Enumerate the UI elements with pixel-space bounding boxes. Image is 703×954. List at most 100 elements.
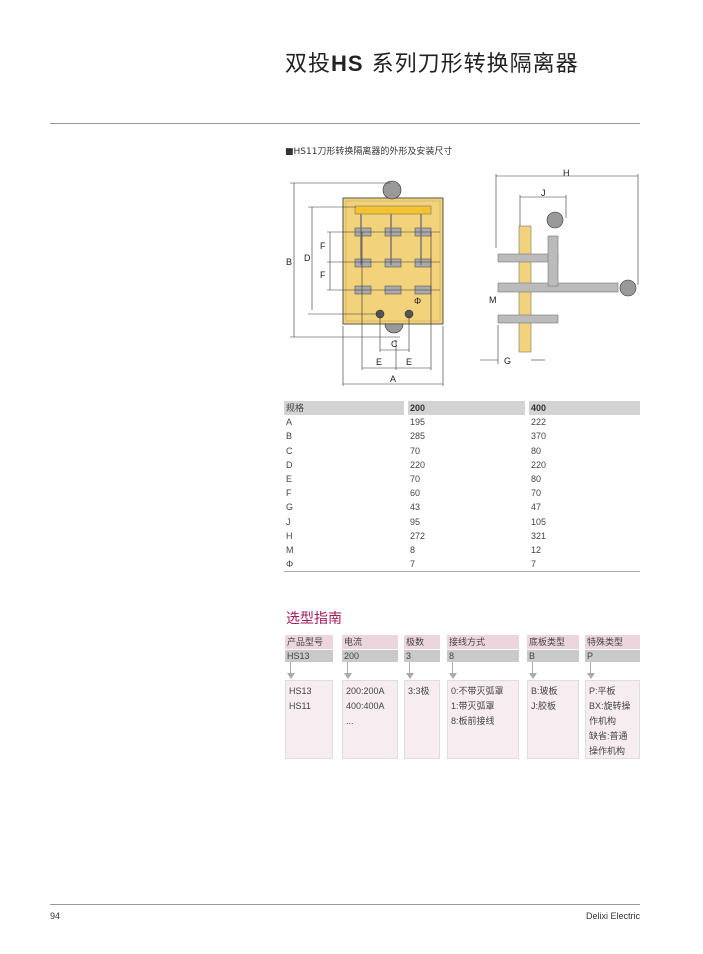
title-suffix: 系列刀形转换隔离器 <box>363 52 579 77</box>
guide-option: 8:板前接线 <box>451 716 495 726</box>
guide-option: P:平板 <box>589 686 616 696</box>
guide-header: 极数 <box>404 635 440 649</box>
table-cell: M <box>286 544 294 555</box>
table-cell: 43 <box>410 502 421 513</box>
table-cell: 222 <box>531 417 547 428</box>
table-cell: 7 <box>531 559 537 570</box>
table-cell: 272 <box>410 530 426 541</box>
guide-header: 产品型号 <box>285 635 333 649</box>
table-cell: 105 <box>531 516 547 527</box>
dim-label-F: F <box>320 241 326 251</box>
dim-label-C: C <box>391 339 398 349</box>
guide-header: 接线方式 <box>447 635 519 649</box>
guide-header: 底板类型 <box>527 635 579 649</box>
title-bold: HS <box>331 51 364 76</box>
dim-label-F: F <box>320 270 326 280</box>
guide-option: 200:200A <box>346 686 385 696</box>
guide-header: 特殊类型 <box>585 635 640 649</box>
header-cell: 规格 <box>284 401 404 416</box>
dim-label-M: M <box>489 295 497 305</box>
dim-label-D: D <box>304 253 311 263</box>
table-row: M 8 12 <box>284 542 640 558</box>
table-cell: 70 <box>531 488 542 499</box>
guide-value: P <box>585 650 640 662</box>
table-cell: 60 <box>410 488 421 499</box>
guide-header: 电流 <box>342 635 398 649</box>
dim-label-B: B <box>286 257 292 267</box>
table-cell: 47 <box>531 502 542 513</box>
divider <box>50 904 640 905</box>
table-cell: F <box>286 488 292 499</box>
table-row: F 60 70 <box>284 486 640 501</box>
page-title: 双投HS 系列刀形转换隔离器 <box>285 46 579 78</box>
table-cell: 80 <box>531 474 542 485</box>
guide-option: 1:带灭弧罩 <box>451 701 495 711</box>
divider <box>284 571 640 572</box>
guide-option: BX:旋转操 <box>589 701 631 711</box>
guide-option: 作机构 <box>589 716 617 726</box>
arrow-down-icon <box>285 662 333 680</box>
guide-option: 400:400A <box>346 701 385 711</box>
guide-option: 操作机构 <box>589 746 626 756</box>
dim-label-G: G <box>504 356 511 366</box>
table-row: E 70 80 <box>284 471 640 487</box>
footer-brand: Delixi Electric <box>585 911 640 921</box>
guide-value: 3 <box>404 650 440 662</box>
table-cell: 321 <box>531 530 547 541</box>
dim-label-H: H <box>563 168 570 178</box>
table-row: G 43 47 <box>284 500 640 515</box>
arrow-down-icon <box>404 662 440 680</box>
arrow-down-icon <box>342 662 398 680</box>
guide-option: HS11 <box>289 701 311 711</box>
table-cell: 195 <box>410 417 426 428</box>
handle-knob <box>382 180 402 200</box>
guide-value: HS13 <box>285 650 333 662</box>
guide-option: B:玻板 <box>531 686 558 696</box>
dim-label-A: A <box>390 374 396 384</box>
table-row: H 272 321 <box>284 528 640 543</box>
table-cell: J <box>286 516 291 527</box>
guide-option: 0:不带灭弧罩 <box>451 686 504 696</box>
divider <box>50 123 640 124</box>
table-cell: 8 <box>410 544 416 555</box>
front-view <box>290 180 444 386</box>
guide-options: 200:200A 400:400A... <box>342 680 398 759</box>
table-cell: 70 <box>410 445 421 456</box>
table-cell: 70 <box>410 474 421 485</box>
arrow-down-icon <box>585 662 640 680</box>
side-view <box>480 174 639 364</box>
dim-label-E: E <box>376 357 382 367</box>
table-cell: G <box>286 502 294 513</box>
header-cell: 200 <box>408 401 525 416</box>
figure-caption: ■HS11刀形转换隔离器的外形及安装尺寸 <box>285 147 453 157</box>
guide-option: ... <box>346 716 354 726</box>
table-cell: 80 <box>531 445 542 456</box>
guide-option: HS13 <box>289 686 312 696</box>
selection-guide-title: 选型指南 <box>286 611 342 627</box>
page-number: 94 <box>50 911 61 921</box>
arrow-down-icon <box>447 662 519 680</box>
guide-option: 缺省:普通 <box>589 731 628 741</box>
dim-label-J: J <box>541 188 546 198</box>
table-cell: C <box>286 445 293 456</box>
table-cell: 285 <box>410 431 426 442</box>
table-cell: H <box>286 530 293 541</box>
guide-options: 3:3极 <box>404 680 440 759</box>
table-cell: B <box>286 431 293 442</box>
guide-options: 0:不带灭弧罩 1:带灭弧罩 8:板前接线 <box>447 680 519 759</box>
table-cell: E <box>286 474 293 485</box>
table-cell: D <box>286 459 293 470</box>
table-cell: 12 <box>531 544 542 555</box>
